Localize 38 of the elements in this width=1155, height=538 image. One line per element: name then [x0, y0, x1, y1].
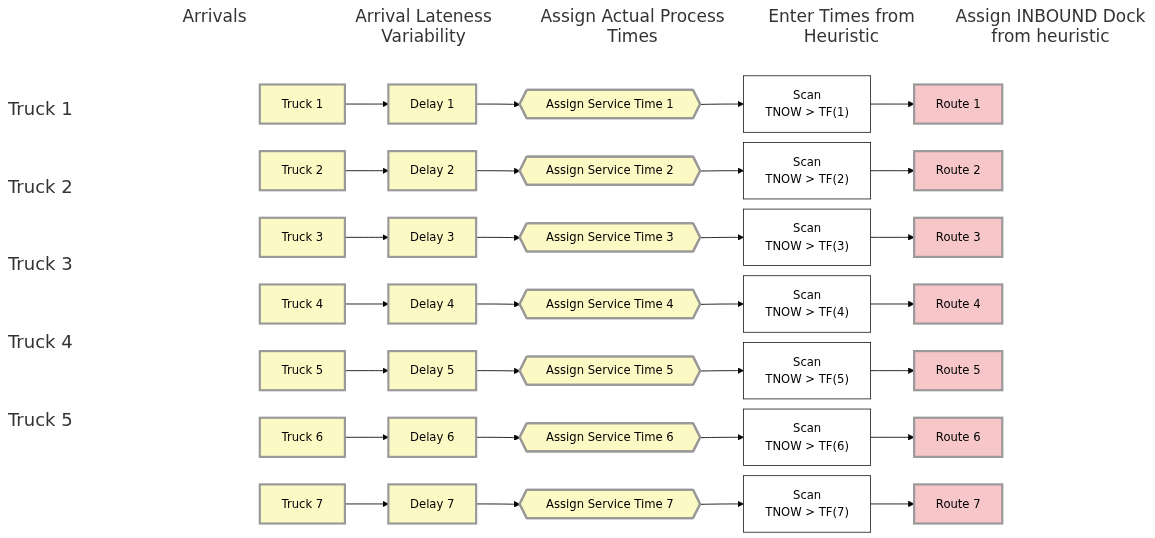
- node-box: Truck 2: [259, 150, 347, 192]
- node-box: Delay 4: [387, 283, 478, 325]
- row-label: Truck 4: [8, 331, 74, 353]
- node-box: Delay 1: [387, 83, 478, 125]
- column-heading: Enter Times from Heuristic: [767, 5, 916, 48]
- node-box: Scan TNOW > TF(1): [743, 75, 872, 133]
- node-box: Route 1: [913, 83, 1004, 125]
- node-box: Truck 5: [259, 350, 347, 392]
- row-label: Truck 2: [8, 175, 74, 197]
- node-box: Delay 7: [387, 483, 478, 525]
- row-label: Truck 5: [8, 408, 74, 430]
- node-box: Truck 7: [259, 483, 347, 525]
- column-heading: Assign INBOUND Dock from heuristic: [954, 5, 1147, 48]
- column-heading: Assign Actual Process Times: [539, 5, 726, 48]
- node-box: Delay 6: [387, 416, 478, 458]
- node-box: Delay 5: [387, 350, 478, 392]
- row-label: Truck 3: [8, 253, 74, 275]
- row-label: Truck 1: [8, 98, 74, 120]
- node-box: Route 2: [913, 150, 1004, 192]
- node-box: Delay 3: [387, 216, 478, 258]
- node-box: Scan TNOW > TF(6): [743, 408, 872, 466]
- node-box: Truck 6: [259, 416, 347, 458]
- node-box: Scan TNOW > TF(4): [743, 275, 872, 333]
- node-box: Truck 4: [259, 283, 347, 325]
- column-heading: Arrival Lateness Variability: [354, 5, 493, 48]
- node-box: Scan TNOW > TF(5): [743, 342, 872, 400]
- node-box: Scan TNOW > TF(3): [743, 208, 872, 266]
- node-box: Scan TNOW > TF(7): [743, 475, 872, 533]
- node-box: Route 7: [913, 483, 1004, 525]
- node-box: Route 4: [913, 283, 1004, 325]
- column-heading: Arrivals: [181, 5, 248, 28]
- node-box: Delay 2: [387, 150, 478, 192]
- node-box: Truck 1: [259, 83, 347, 125]
- node-box: Truck 3: [259, 216, 347, 258]
- node-box: Scan TNOW > TF(2): [743, 142, 872, 200]
- node-box: Route 3: [913, 216, 1004, 258]
- node-box: Route 5: [913, 350, 1004, 392]
- node-box: Route 6: [913, 416, 1004, 458]
